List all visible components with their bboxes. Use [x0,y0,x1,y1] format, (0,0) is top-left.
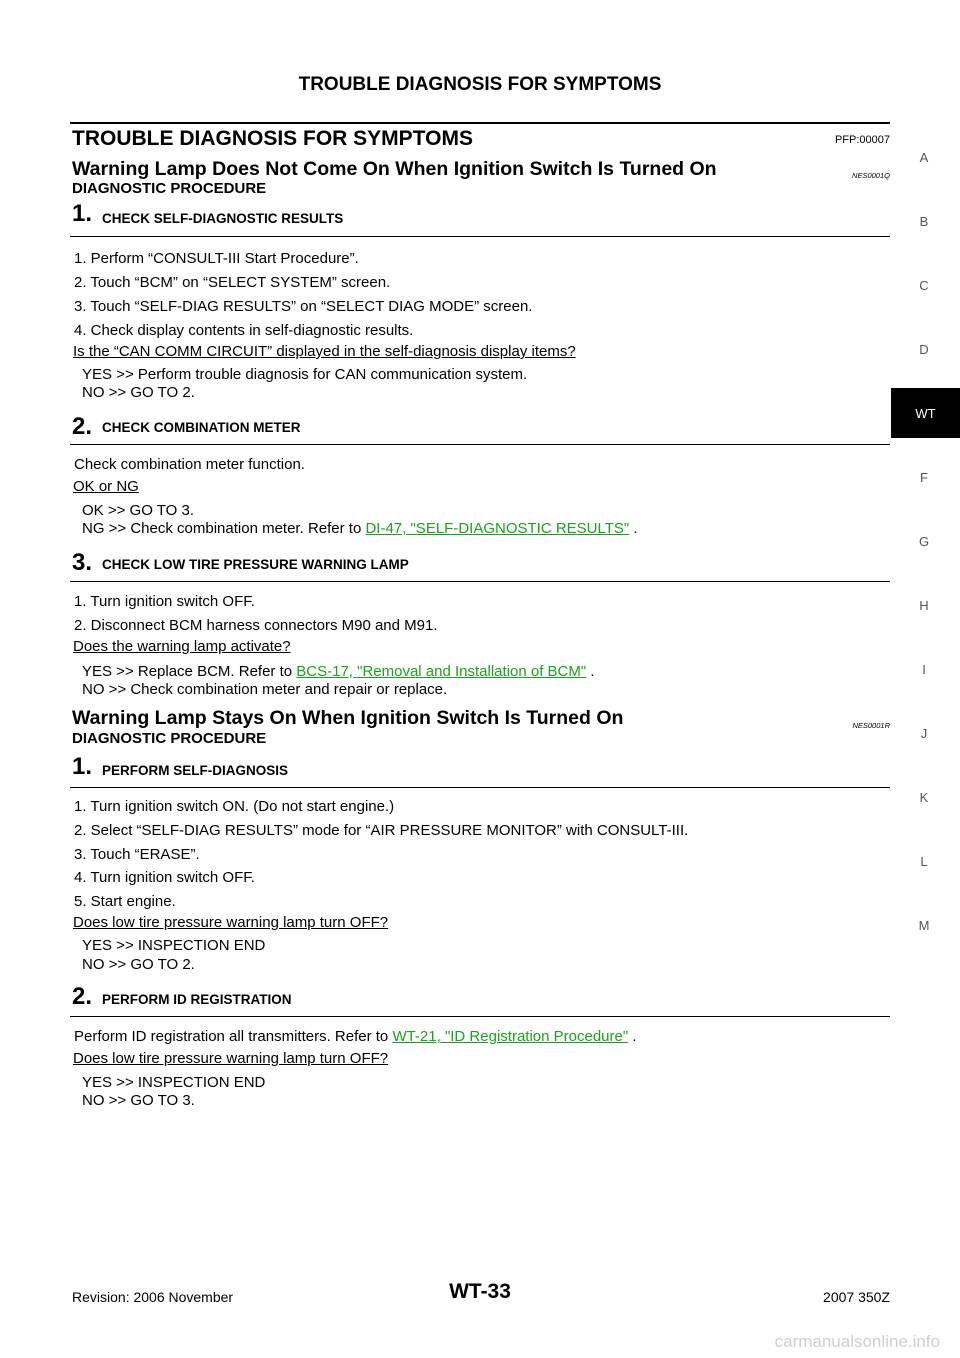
p1-step3-no: NO >> Check combination meter and repair… [82,681,448,698]
footer-revision: Revision: 2006 November [72,1289,234,1305]
p1-step3-question: Does the warning lamp activate? [73,638,291,655]
section-index-h[interactable]: H [919,598,929,613]
p1-step2-ng-text: NG >> Check combination meter. Refer to [82,520,366,537]
p1-step3-line: 2. Disconnect BCM harness connectors M90… [74,617,438,634]
footer-model: 2007 350Z [823,1289,890,1305]
p1-step2-ng-suffix: . [629,520,638,537]
bcs-17-link[interactable]: BCS-17, "Removal and Installation of BCM… [296,663,587,680]
section-index-j[interactable]: J [920,726,928,741]
p1-step1-yes: YES >> Perform trouble diagnosis for CAN… [82,366,528,383]
p2-step1-number: 1. [72,753,93,780]
p1-step2-question: OK or NG [73,478,139,495]
section-index-a[interactable]: A [919,150,929,165]
part1-title: Warning Lamp Does Not Come On When Ignit… [72,158,717,180]
part2-procedure: DIAGNOSTIC PROCEDURE [72,730,267,747]
p1-step1-question: Is the “CAN COMM CIRCUIT” displayed in t… [73,343,576,360]
p1-step2-line: Check combination meter function. [74,456,305,473]
p1-step2-number: 2. [72,413,93,440]
section-index-wt-active[interactable]: WT [891,388,960,438]
section-index-g[interactable]: G [918,534,930,549]
p2-step2-title: PERFORM ID REGISTRATION [102,992,292,1007]
p2-step1-line: 3. Touch “ERASE”. [74,846,200,863]
p2-step2-line: Perform ID registration all transmitters… [74,1028,637,1045]
section-index-m[interactable]: M [918,918,930,933]
section-index-l[interactable]: L [920,854,928,869]
p1-step3-yes-suffix: . [586,663,595,680]
p1-step1-no: NO >> GO TO 2. [82,384,195,401]
p1-step3-rule [70,581,890,582]
part1-procedure: DIAGNOSTIC PROCEDURE [72,180,267,197]
section-index-b[interactable]: B [919,214,929,229]
p1-step1-line: 3. Touch “SELF-DIAG RESULTS” on “SELECT … [74,298,533,315]
p2-step1-title: PERFORM SELF-DIAGNOSIS [102,763,289,778]
pfp-code: PFP:00007 [834,134,890,146]
p2-step2-yes: YES >> INSPECTION END [82,1074,266,1091]
watermark-site: carmanualsonline.info [774,1332,940,1351]
section-index-c[interactable]: C [919,278,929,293]
p1-step2-ok: OK >> GO TO 3. [82,502,194,519]
p1-step3-yes: YES >> Replace BCM. Refer to BCS-17, "Re… [82,663,595,680]
p2-step1-question: Does low tire pressure warning lamp turn… [73,914,389,931]
p1-step3-line: 1. Turn ignition switch OFF. [74,593,255,610]
p1-step3-yes-text: YES >> Replace BCM. Refer to [82,663,297,680]
p2-step2-number: 2. [72,983,93,1010]
p2-step1-line: 5. Start engine. [74,893,176,910]
di-47-link[interactable]: DI-47, "SELF-DIAGNOSTIC RESULTS" [365,520,630,537]
p2-step2-line-suffix: . [628,1028,637,1045]
p2-step1-line: 1. Turn ignition switch ON. (Do not star… [74,798,395,815]
p1-step3-number: 3. [72,549,93,576]
p1-step1-line: 2. Touch “BCM” on “SELECT SYSTEM” screen… [74,274,391,291]
section-index-f[interactable]: F [920,470,928,485]
p2-step1-line: 4. Turn ignition switch OFF. [74,869,255,886]
p1-step1-title: CHECK SELF-DIAGNOSTIC RESULTS [102,211,344,226]
p2-step1-rule [70,787,890,788]
section-index-i[interactable]: I [922,662,926,677]
p1-step1-line: 1. Perform “CONSULT-III Start Procedure”… [74,250,359,267]
p2-step1-yes: YES >> INSPECTION END [82,937,266,954]
p1-step1-rule [70,236,890,237]
section-title: TROUBLE DIAGNOSIS FOR SYMPTOMS [72,127,473,150]
p2-step2-question: Does low tire pressure warning lamp turn… [73,1050,389,1067]
section-index-wt-label: WT [915,405,936,421]
section-index-d[interactable]: D [919,342,929,357]
footer-page-number: WT-33 [449,1280,511,1303]
p2-step1-no: NO >> GO TO 2. [82,956,195,973]
p2-step2-line-text: Perform ID registration all transmitters… [74,1028,393,1045]
p2-step2-rule [70,1016,890,1017]
part2-title: Warning Lamp Stays On When Ignition Swit… [72,707,624,729]
part1-code: NES0001Q [852,171,890,180]
header-rule [70,122,890,124]
p1-step1-line: 4. Check display contents in self-diagno… [74,322,414,339]
wt-21-link[interactable]: WT-21, "ID Registration Procedure" [392,1028,629,1045]
p1-step3-title: CHECK LOW TIRE PRESSURE WARNING LAMP [102,557,409,572]
part2-code: NES0001R [852,721,890,730]
p1-step2-title: CHECK COMBINATION METER [102,420,301,435]
p2-step2-no: NO >> GO TO 3. [82,1092,195,1109]
p2-step1-line: 2. Select “SELF-DIAG RESULTS” mode for “… [74,822,689,839]
p1-step2-ng: NG >> Check combination meter. Refer to … [82,520,638,537]
p1-step1-number: 1. [72,200,93,227]
page-header-title: TROUBLE DIAGNOSIS FOR SYMPTOMS [298,74,662,95]
p1-step2-rule [70,444,890,445]
section-index-k[interactable]: K [919,790,929,805]
